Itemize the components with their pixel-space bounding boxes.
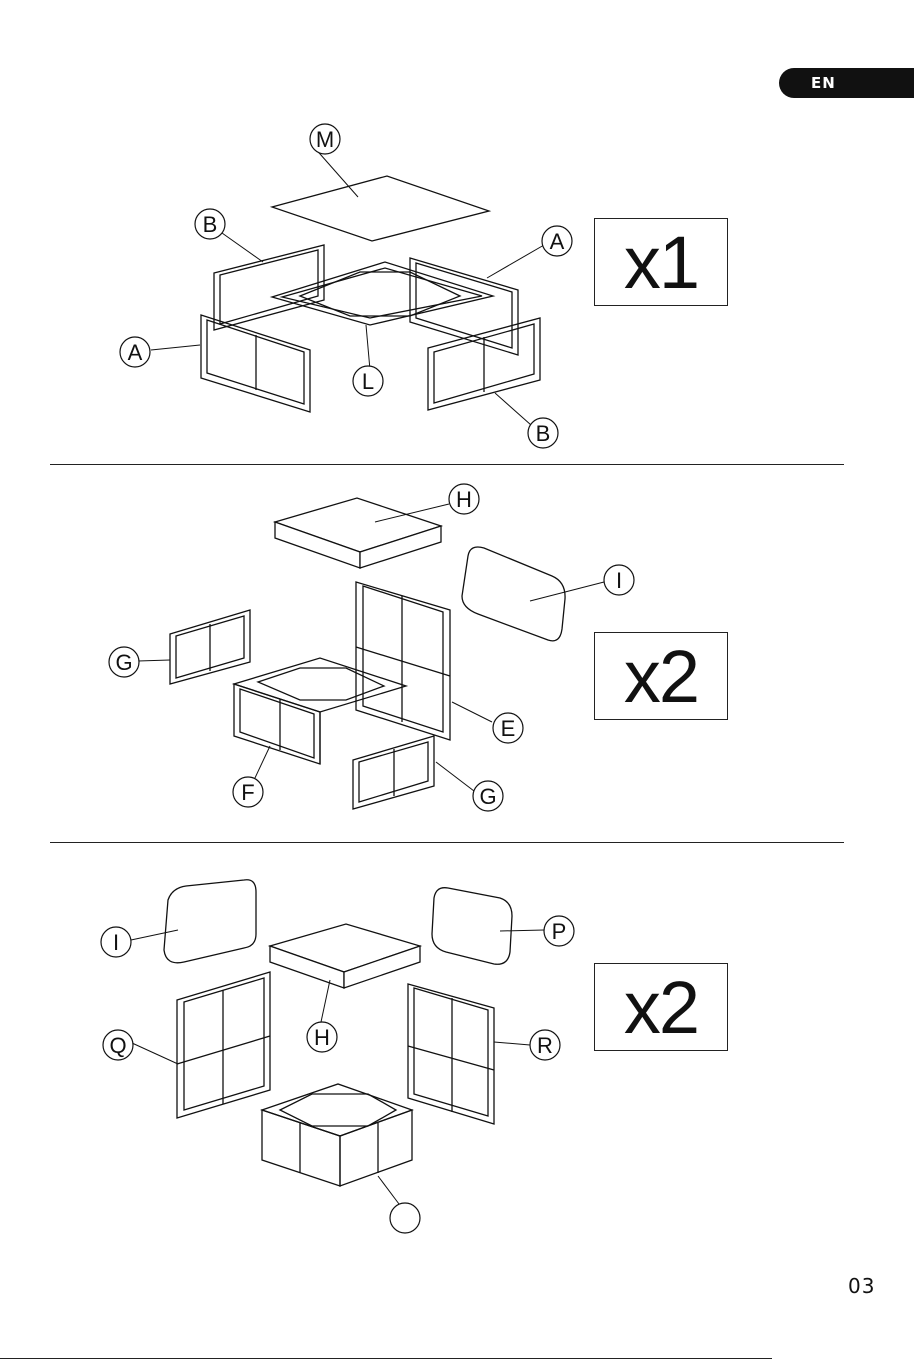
svg-text:E: E bbox=[501, 716, 516, 741]
svg-text:B: B bbox=[536, 421, 551, 446]
side-panel-g-front bbox=[353, 736, 434, 809]
back-cushion-p bbox=[432, 888, 512, 965]
callout-a-back-right: A bbox=[542, 226, 572, 256]
frame-e-back bbox=[356, 582, 450, 740]
svg-text:Q: Q bbox=[109, 1033, 126, 1058]
callout-i: I bbox=[604, 565, 634, 595]
table-top-panel-m bbox=[272, 176, 489, 241]
frame-r-right bbox=[408, 984, 494, 1124]
svg-text:H: H bbox=[456, 487, 472, 512]
svg-text:H: H bbox=[314, 1025, 330, 1050]
callout-l: L bbox=[353, 366, 383, 396]
back-cushion-i bbox=[462, 547, 565, 641]
svg-text:F: F bbox=[241, 780, 254, 805]
callout-g-left: G bbox=[109, 647, 139, 677]
svg-text:L: L bbox=[362, 369, 374, 394]
step-1-quantity: x1 bbox=[594, 218, 728, 306]
callout-b-back-left: B bbox=[195, 209, 225, 239]
callout-p: P bbox=[544, 916, 574, 946]
callout-h: H bbox=[307, 1022, 337, 1052]
callout-i: I bbox=[101, 927, 131, 957]
frame-panel-b-front-right bbox=[428, 318, 540, 410]
callout-h: H bbox=[449, 484, 479, 514]
frame-q-left bbox=[177, 972, 270, 1118]
callout-a-front-left: A bbox=[120, 337, 150, 367]
step-1-diagram: M B A A L B bbox=[0, 0, 914, 460]
callout-base-empty bbox=[390, 1203, 420, 1233]
step-2-diagram: H I G E F G bbox=[0, 464, 914, 842]
svg-text:G: G bbox=[115, 650, 132, 675]
base-frame bbox=[262, 1084, 412, 1186]
svg-text:P: P bbox=[552, 919, 567, 944]
callout-e: E bbox=[493, 713, 523, 743]
callout-f: F bbox=[233, 777, 263, 807]
step-2-quantity: x2 bbox=[594, 632, 728, 720]
svg-text:M: M bbox=[316, 127, 334, 152]
svg-text:R: R bbox=[537, 1033, 553, 1058]
center-frame-l bbox=[272, 262, 493, 325]
back-cushion-i bbox=[164, 880, 256, 963]
svg-text:A: A bbox=[550, 229, 565, 254]
callout-g-front: G bbox=[473, 781, 503, 811]
svg-text:A: A bbox=[128, 340, 143, 365]
step-3-diagram: I P H Q R bbox=[0, 842, 914, 1262]
svg-text:B: B bbox=[203, 212, 218, 237]
step-3-quantity: x2 bbox=[594, 963, 728, 1051]
seat-cushion-h bbox=[270, 924, 420, 988]
side-panel-g-left bbox=[170, 610, 250, 684]
svg-text:I: I bbox=[113, 930, 119, 955]
callout-q: Q bbox=[103, 1030, 133, 1060]
footer-rule bbox=[0, 1358, 772, 1359]
svg-text:I: I bbox=[616, 568, 622, 593]
seat-cushion-h bbox=[275, 498, 441, 568]
callout-b-front-right: B bbox=[528, 418, 558, 448]
frame-panel-b-back-left bbox=[214, 245, 324, 330]
svg-text:G: G bbox=[479, 784, 496, 809]
callout-m: M bbox=[310, 124, 340, 154]
page-number: 03 bbox=[848, 1274, 875, 1298]
callout-r: R bbox=[530, 1030, 560, 1060]
